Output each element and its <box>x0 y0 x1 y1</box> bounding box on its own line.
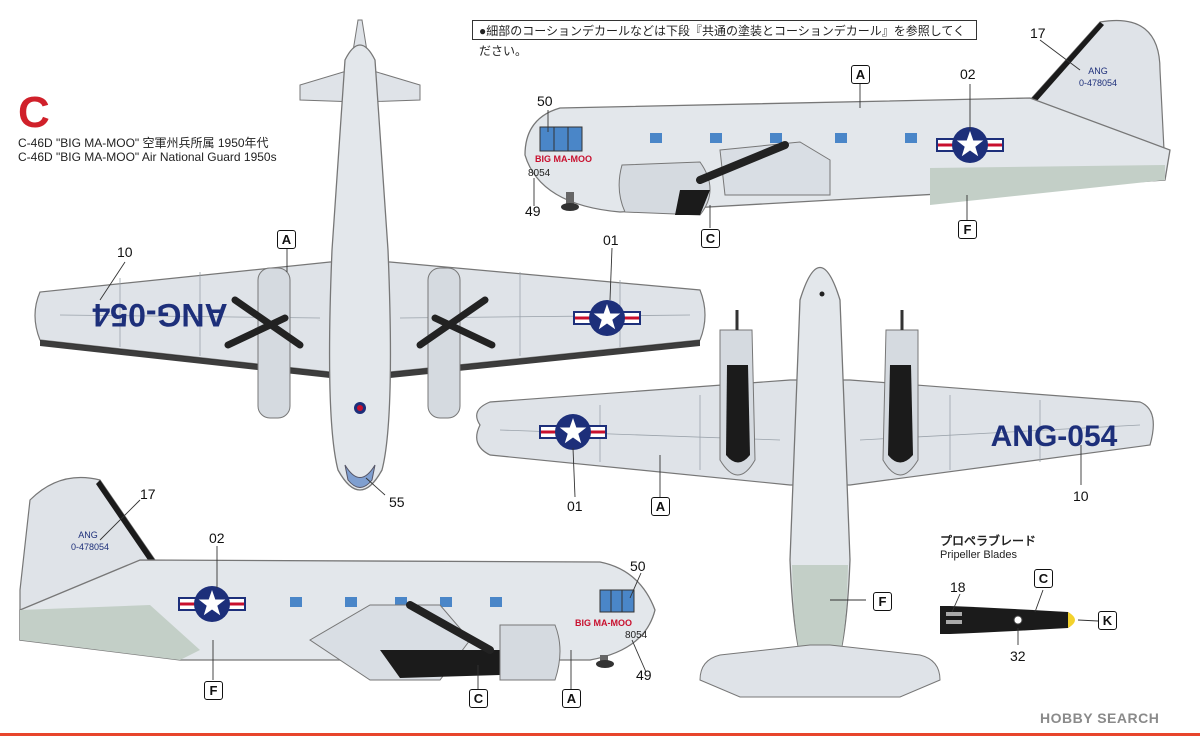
propeller-blades-title-ja: プロペラブレード <box>940 534 1037 548</box>
brand-watermark: HOBBY SEARCH <box>1040 710 1160 726</box>
propeller-blades-title-en: Pripeller Blades <box>940 549 1018 561</box>
left-tail-serial: 0-478054 <box>71 542 109 552</box>
side-view-right: ANG 0-478054 BIG MA-MOO 8054 <box>524 20 1171 216</box>
paint-code-c-right: C <box>701 229 720 248</box>
callout-17-left: 17 <box>140 486 156 502</box>
paint-code-f-left: F <box>204 681 223 700</box>
callout-01-bottom: 01 <box>567 498 583 514</box>
callout-02-left: 02 <box>209 530 225 546</box>
callout-50-right: 50 <box>537 93 553 109</box>
bottom-accent-line <box>0 733 1200 736</box>
right-tail-ang: ANG <box>1088 66 1108 76</box>
paint-code-a-bottom: A <box>651 497 670 516</box>
callout-49-right: 49 <box>525 203 541 219</box>
bottom-view: ANG-054 <box>476 267 1154 698</box>
variant-letter: C <box>18 88 50 137</box>
right-nose-name: BIG MA-MOO <box>535 154 592 164</box>
callout-49-left: 49 <box>636 667 652 683</box>
left-nose-number: 8054 <box>625 630 648 641</box>
leader-lines <box>99 39 1099 690</box>
top-view: ANG-054 <box>34 19 706 491</box>
callout-01-top: 01 <box>603 232 619 248</box>
caption-japanese: C-46D "BIG MA-MOO" 空軍州兵所属 1950年代 <box>18 136 269 150</box>
callout-55: 55 <box>389 494 405 510</box>
callout-02-right: 02 <box>960 66 976 82</box>
callout-50-left: 50 <box>630 558 646 574</box>
callout-17-right: 17 <box>1030 25 1046 41</box>
top-wing-code: ANG-054 <box>92 297 227 333</box>
right-nose-number: 8054 <box>528 168 551 179</box>
reference-note: ●細部のコーションデカールなどは下段『共通の塗装とコーションデカール』を参照して… <box>472 20 977 58</box>
paint-code-a-right: A <box>851 65 870 84</box>
callout-18: 18 <box>950 579 966 595</box>
paint-code-a-left: A <box>562 689 581 708</box>
callout-32: 32 <box>1010 648 1026 664</box>
right-tail-serial: 0-478054 <box>1079 78 1117 88</box>
paint-code-f-right: F <box>958 220 977 239</box>
caption-english: C-46D "BIG MA-MOO" Air National Guard 19… <box>18 150 277 164</box>
left-tail-ang: ANG <box>78 530 98 540</box>
paint-code-k-blade: K <box>1098 611 1117 630</box>
side-view-left: ANG 0-478054 BIG MA-MOO 8054 <box>19 476 656 681</box>
propeller-blade <box>940 606 1075 634</box>
callout-10-top: 10 <box>117 244 133 260</box>
paint-code-c-left: C <box>469 689 488 708</box>
paint-code-a-top: A <box>277 230 296 249</box>
left-nose-name: BIG MA-MOO <box>575 618 632 628</box>
callout-10-bottom: 10 <box>1073 488 1089 504</box>
paint-code-f-bottom: F <box>873 592 892 611</box>
paint-code-c-blade: C <box>1034 569 1053 588</box>
bottom-wing-code: ANG-054 <box>991 420 1118 453</box>
